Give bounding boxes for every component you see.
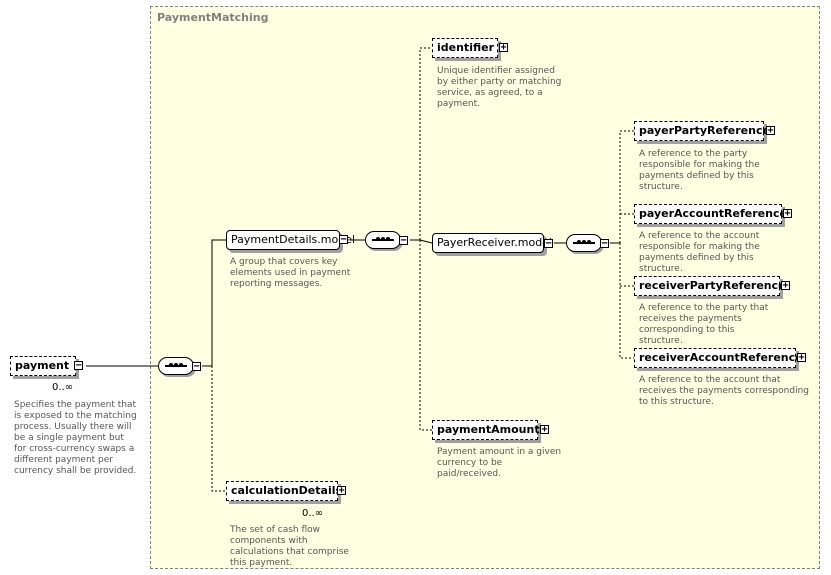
sequence-compositor-2[interactable] — [365, 231, 401, 249]
connector-payer-receiver — [419, 239, 433, 244]
payment-element[interactable]: payment — [10, 356, 76, 376]
receiver-party-reference-description: A reference to the party that receives t… — [639, 303, 769, 346]
payment-collapse-icon[interactable]: − — [74, 360, 83, 371]
receiver-account-reference-description: A reference to the account that receives… — [639, 375, 809, 407]
payer-party-reference-label: payerPartyReference — [639, 124, 770, 137]
payer-party-reference-element[interactable]: payerPartyReference — [634, 121, 770, 141]
payer-account-reference-expand-icon[interactable]: + — [783, 208, 792, 219]
connector-payer-party — [619, 130, 634, 243]
connector-identifier — [419, 47, 432, 240]
payer-receiver-label: PayerReceiver.model — [437, 236, 553, 249]
calculation-details-description: The set of cash flow components with cal… — [230, 525, 349, 568]
sequence-1-collapse-icon[interactable]: − — [192, 361, 201, 372]
identifier-label: identifier — [437, 41, 495, 54]
identifier-expand-icon[interactable]: + — [499, 42, 508, 53]
payer-receiver-model[interactable]: PayerReceiver.model — [432, 233, 552, 253]
connector-calculation-details — [211, 366, 226, 492]
payer-account-reference-element[interactable]: payerAccountReference — [634, 204, 787, 224]
payment-description: Specifies the payment that is exposed to… — [14, 400, 137, 476]
payer-party-reference-expand-icon[interactable]: + — [766, 125, 775, 136]
payment-details-model[interactable]: PaymentDetails.model — [226, 230, 355, 250]
sequence-2-collapse-icon[interactable]: − — [399, 235, 408, 246]
payer-receiver-collapse-icon[interactable]: − — [544, 238, 553, 249]
payer-party-reference-description: A reference to the party responsible for… — [639, 149, 760, 192]
payment-amount-label: paymentAmount — [437, 423, 540, 436]
connector-receiver-account — [619, 243, 634, 359]
payment-amount-expand-icon[interactable]: + — [540, 424, 549, 435]
payment-details-description: A group that covers key elements used in… — [230, 257, 351, 289]
calculation-details-expand-icon[interactable]: + — [337, 485, 346, 496]
calculation-details-label: calculationDetails — [231, 484, 343, 497]
receiver-party-reference-label: receiverPartyReference — [639, 279, 786, 292]
identifier-element[interactable]: identifier — [432, 38, 498, 58]
payment-amount-description: Payment amount in a given currency to be… — [437, 447, 562, 479]
payment-amount-element[interactable]: paymentAmount — [432, 420, 540, 440]
receiver-account-reference-expand-icon[interactable]: + — [797, 352, 806, 363]
group-title: PaymentMatching — [157, 11, 269, 24]
receiver-party-reference-element[interactable]: receiverPartyReference — [634, 276, 786, 296]
payment-cardinality: 0..∞ — [52, 382, 74, 393]
payment-details-collapse-icon[interactable]: − — [339, 234, 348, 245]
sequence-3-collapse-icon[interactable]: − — [600, 238, 609, 249]
payment-details-label: PaymentDetails.model — [231, 233, 356, 246]
calculation-details-element[interactable]: calculationDetails — [226, 481, 342, 501]
receiver-account-reference-label: receiverAccountReference — [639, 351, 803, 364]
sequence-compositor-1[interactable] — [158, 357, 194, 375]
connector-payment-details — [211, 239, 226, 366]
payer-account-reference-label: payerAccountReference — [639, 207, 787, 220]
connector-payment-amount — [419, 240, 432, 431]
calculation-details-cardinality: 0..∞ — [302, 508, 324, 519]
payment-label: payment — [15, 359, 70, 372]
receiver-account-reference-element[interactable]: receiverAccountReference — [634, 348, 803, 368]
sequence-compositor-3[interactable] — [566, 234, 602, 252]
identifier-description: Unique identifier assigned by either par… — [437, 66, 562, 109]
payer-account-reference-description: A reference to the account responsible f… — [639, 231, 760, 274]
receiver-party-reference-expand-icon[interactable]: + — [781, 280, 790, 291]
